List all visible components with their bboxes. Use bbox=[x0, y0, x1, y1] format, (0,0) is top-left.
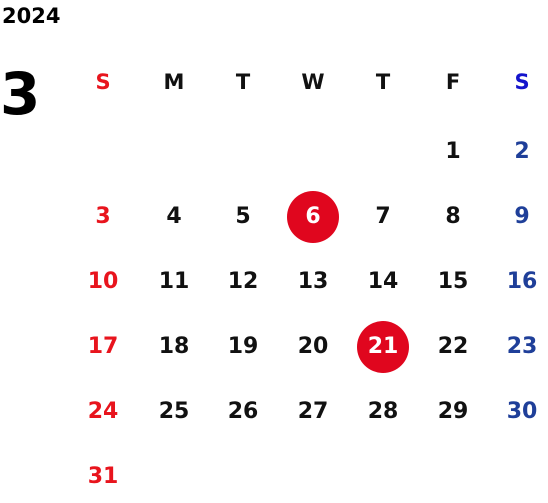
day-cell[interactable]: 8 bbox=[427, 197, 479, 237]
weekday-sunday: S bbox=[95, 70, 111, 94]
highlighted-day-cell[interactable]: 21 bbox=[357, 321, 409, 373]
day-cell[interactable]: 23 bbox=[496, 327, 548, 367]
week-row: 24 25 26 27 28 29 30 bbox=[0, 392, 548, 432]
day-number: 30 bbox=[506, 399, 538, 424]
day-cell[interactable]: 14 bbox=[357, 262, 409, 302]
day-cell[interactable]: 25 bbox=[148, 392, 200, 432]
day-number: 22 bbox=[437, 334, 469, 359]
day-cell[interactable]: 28 bbox=[357, 392, 409, 432]
day-number: 10 bbox=[87, 269, 119, 294]
day-cell[interactable]: 27 bbox=[287, 392, 339, 432]
day-number: 9 bbox=[514, 204, 530, 229]
day-number: 31 bbox=[87, 464, 119, 489]
day-number: 27 bbox=[297, 399, 329, 424]
day-cell[interactable]: 1 bbox=[427, 132, 479, 172]
day-number: 12 bbox=[227, 269, 259, 294]
day-number: 21 bbox=[357, 321, 409, 373]
day-number: 19 bbox=[227, 334, 259, 359]
day-number: 14 bbox=[367, 269, 399, 294]
day-number: 3 bbox=[95, 204, 111, 229]
day-cell[interactable]: 2 bbox=[496, 132, 548, 172]
day-number: 18 bbox=[158, 334, 190, 359]
weekday-thursday: T bbox=[375, 70, 391, 94]
day-cell[interactable]: 19 bbox=[217, 327, 269, 367]
day-cell[interactable]: 5 bbox=[217, 197, 269, 237]
day-number: 2 bbox=[514, 139, 530, 164]
day-number: 17 bbox=[87, 334, 119, 359]
weekday-wednesday: W bbox=[301, 70, 325, 94]
day-number: 24 bbox=[87, 399, 119, 424]
day-number: 29 bbox=[437, 399, 469, 424]
week-row: 17 18 19 20 21 22 23 bbox=[0, 321, 548, 373]
day-number: 25 bbox=[158, 399, 190, 424]
day-number: 15 bbox=[437, 269, 469, 294]
weekday-tuesday: T bbox=[235, 70, 251, 94]
day-number: 23 bbox=[506, 334, 538, 359]
day-cell[interactable]: 24 bbox=[77, 392, 129, 432]
highlighted-day-cell[interactable]: 6 bbox=[287, 191, 339, 243]
day-number: 7 bbox=[375, 204, 391, 229]
day-cell[interactable]: 30 bbox=[496, 392, 548, 432]
day-cell[interactable]: 20 bbox=[287, 327, 339, 367]
day-cell[interactable]: 9 bbox=[496, 197, 548, 237]
weekday-header-row: S M T W T F S bbox=[0, 62, 548, 102]
day-cell[interactable]: 7 bbox=[357, 197, 409, 237]
week-row: 3 4 5 6 7 8 9 bbox=[0, 191, 548, 243]
month-number: 3 bbox=[0, 60, 41, 128]
day-number: 28 bbox=[367, 399, 399, 424]
day-cell[interactable]: 10 bbox=[77, 262, 129, 302]
day-number: 1 bbox=[445, 139, 461, 164]
day-number: 6 bbox=[287, 191, 339, 243]
day-cell[interactable]: 22 bbox=[427, 327, 479, 367]
day-cell[interactable]: 15 bbox=[427, 262, 479, 302]
day-number: 11 bbox=[158, 269, 190, 294]
day-number: 16 bbox=[506, 269, 538, 294]
day-number: 4 bbox=[166, 204, 182, 229]
day-cell[interactable]: 18 bbox=[148, 327, 200, 367]
day-number: 20 bbox=[297, 334, 329, 359]
day-cell[interactable]: 3 bbox=[77, 197, 129, 237]
day-cell[interactable]: 16 bbox=[496, 262, 548, 302]
week-row: 31 bbox=[0, 457, 548, 497]
day-number: 26 bbox=[227, 399, 259, 424]
day-cell[interactable]: 11 bbox=[148, 262, 200, 302]
day-cell[interactable]: 13 bbox=[287, 262, 339, 302]
weekday-saturday: S bbox=[514, 70, 530, 94]
day-cell[interactable]: 12 bbox=[217, 262, 269, 302]
day-number: 13 bbox=[297, 269, 329, 294]
weekday-friday: F bbox=[445, 70, 461, 94]
day-cell[interactable]: 17 bbox=[77, 327, 129, 367]
year-label: 2024 bbox=[2, 4, 61, 28]
day-cell[interactable]: 4 bbox=[148, 197, 200, 237]
day-number: 8 bbox=[445, 204, 461, 229]
day-cell[interactable]: 26 bbox=[217, 392, 269, 432]
week-row: 10 11 12 13 14 15 16 bbox=[0, 262, 548, 302]
day-cell[interactable]: 29 bbox=[427, 392, 479, 432]
weekday-monday: M bbox=[163, 70, 185, 94]
day-cell[interactable]: 31 bbox=[77, 457, 129, 497]
day-number: 5 bbox=[235, 204, 251, 229]
